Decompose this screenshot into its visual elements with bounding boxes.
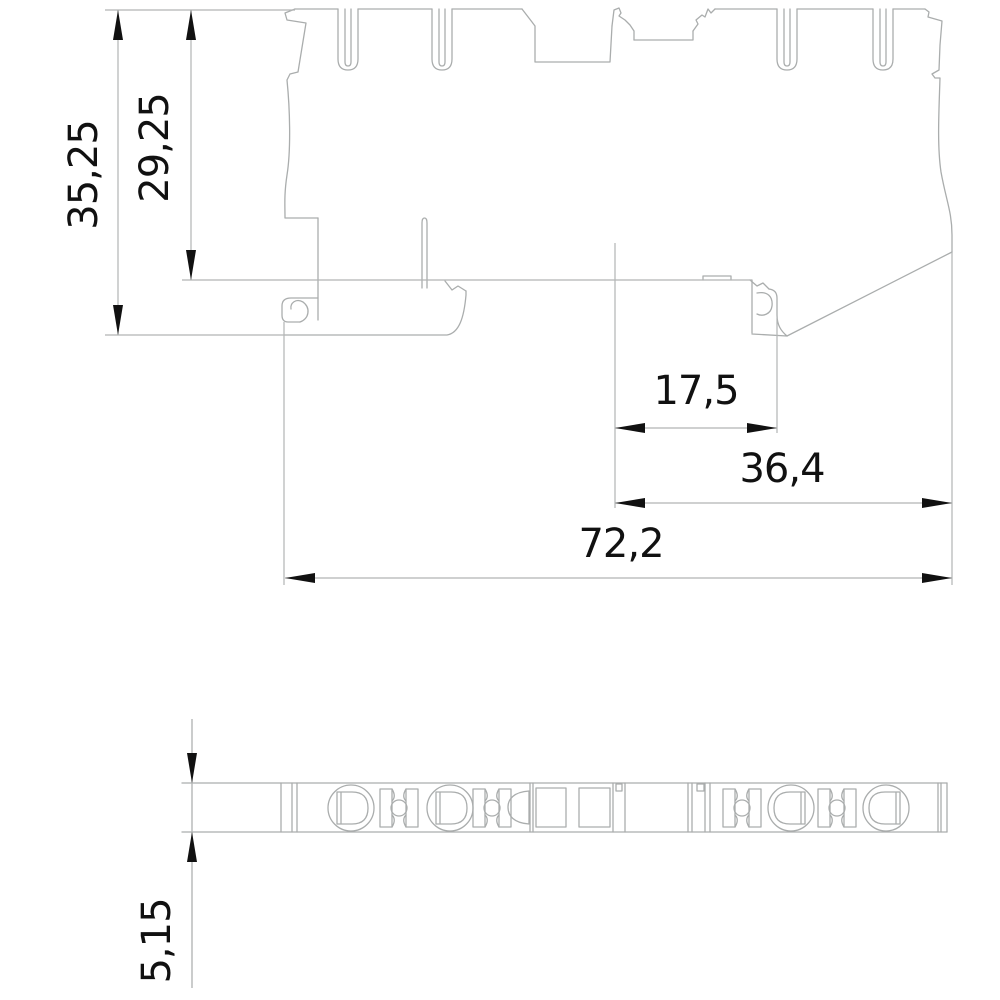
dimension-mid-width: 36,4 (615, 446, 952, 508)
partition-walls-center (529, 782, 711, 833)
partition-notch-1 (615, 783, 623, 792)
side-view-left-edge (284, 8, 319, 219)
dimension-notch-offset: 17,5 (615, 368, 777, 433)
dimension-overall-height: 35,25 (61, 10, 123, 335)
dimension-body-height: 29,25 (132, 10, 196, 280)
screw-opening-1 (327, 784, 375, 832)
screw-opening-2 (426, 784, 474, 832)
dimension-strip-thickness: 5,15 (134, 719, 197, 988)
marking-recess (521, 8, 613, 63)
test-socket-1 (535, 787, 567, 828)
arrowhead-down (186, 250, 196, 280)
arrowhead-up (187, 832, 197, 862)
dimension-overall-width-label: 72,2 (578, 521, 663, 567)
bottom-view (181, 782, 948, 833)
dimension-overall-width: 72,2 (285, 521, 952, 583)
marking-tab-right (692, 8, 716, 32)
arrowhead-down (113, 305, 123, 335)
right-foot-latch-detail (749, 279, 770, 290)
left-foot-latch-detail (444, 280, 467, 292)
dimension-overall-height-label: 35,25 (61, 120, 107, 230)
din-rail-hook-right (751, 279, 788, 337)
dimension-notch-offset-label: 17,5 (653, 368, 738, 414)
side-view-right-edge (924, 8, 953, 253)
arrowhead-up (186, 10, 196, 40)
arrowhead-right (922, 573, 952, 583)
clamp-slot-4 (872, 8, 894, 71)
arrowhead-left (615, 498, 645, 508)
arrowhead-down (187, 753, 197, 783)
din-rail-hook-left (281, 297, 319, 323)
release-wall (421, 217, 428, 289)
side-view (281, 7, 953, 337)
din-rail-hook-left-curl (290, 299, 309, 323)
wire-clamp-2 (472, 788, 512, 828)
rail-seat-diagonal (786, 251, 953, 337)
left-foot (283, 290, 467, 336)
strip-end-caps (280, 782, 948, 833)
wire-clamp-3 (722, 788, 762, 828)
extension-lines (105, 9, 953, 988)
marking-tab-left (611, 7, 635, 41)
partition-notch-2 (696, 783, 705, 792)
clamp-slot-2 (431, 8, 453, 71)
din-rail-hook-right-curl (756, 291, 773, 316)
dimensions: 35,25 29,25 17,5 36,4 72,2 (61, 9, 953, 988)
arrowhead-up (113, 10, 123, 40)
arrowhead-right (747, 423, 777, 433)
wire-clamp-4 (817, 788, 857, 828)
arrowhead-left (615, 423, 645, 433)
dimension-mid-width-label: 36,4 (739, 446, 824, 492)
test-socket-2 (578, 787, 611, 828)
dimension-body-height-label: 29,25 (132, 93, 178, 203)
body-bottom-step (702, 275, 732, 281)
arrowhead-left (285, 573, 315, 583)
wire-clamp-1 (379, 788, 419, 828)
dimension-strip-thickness-label: 5,15 (134, 898, 180, 983)
screw-opening-3 (767, 784, 815, 832)
arrowhead-right (922, 498, 952, 508)
wire-funnel (507, 790, 530, 825)
clamp-slot-1 (337, 8, 359, 71)
marking-recess-floor (633, 30, 694, 41)
clamp-slot-3 (776, 8, 798, 71)
screw-opening-4 (862, 784, 910, 832)
